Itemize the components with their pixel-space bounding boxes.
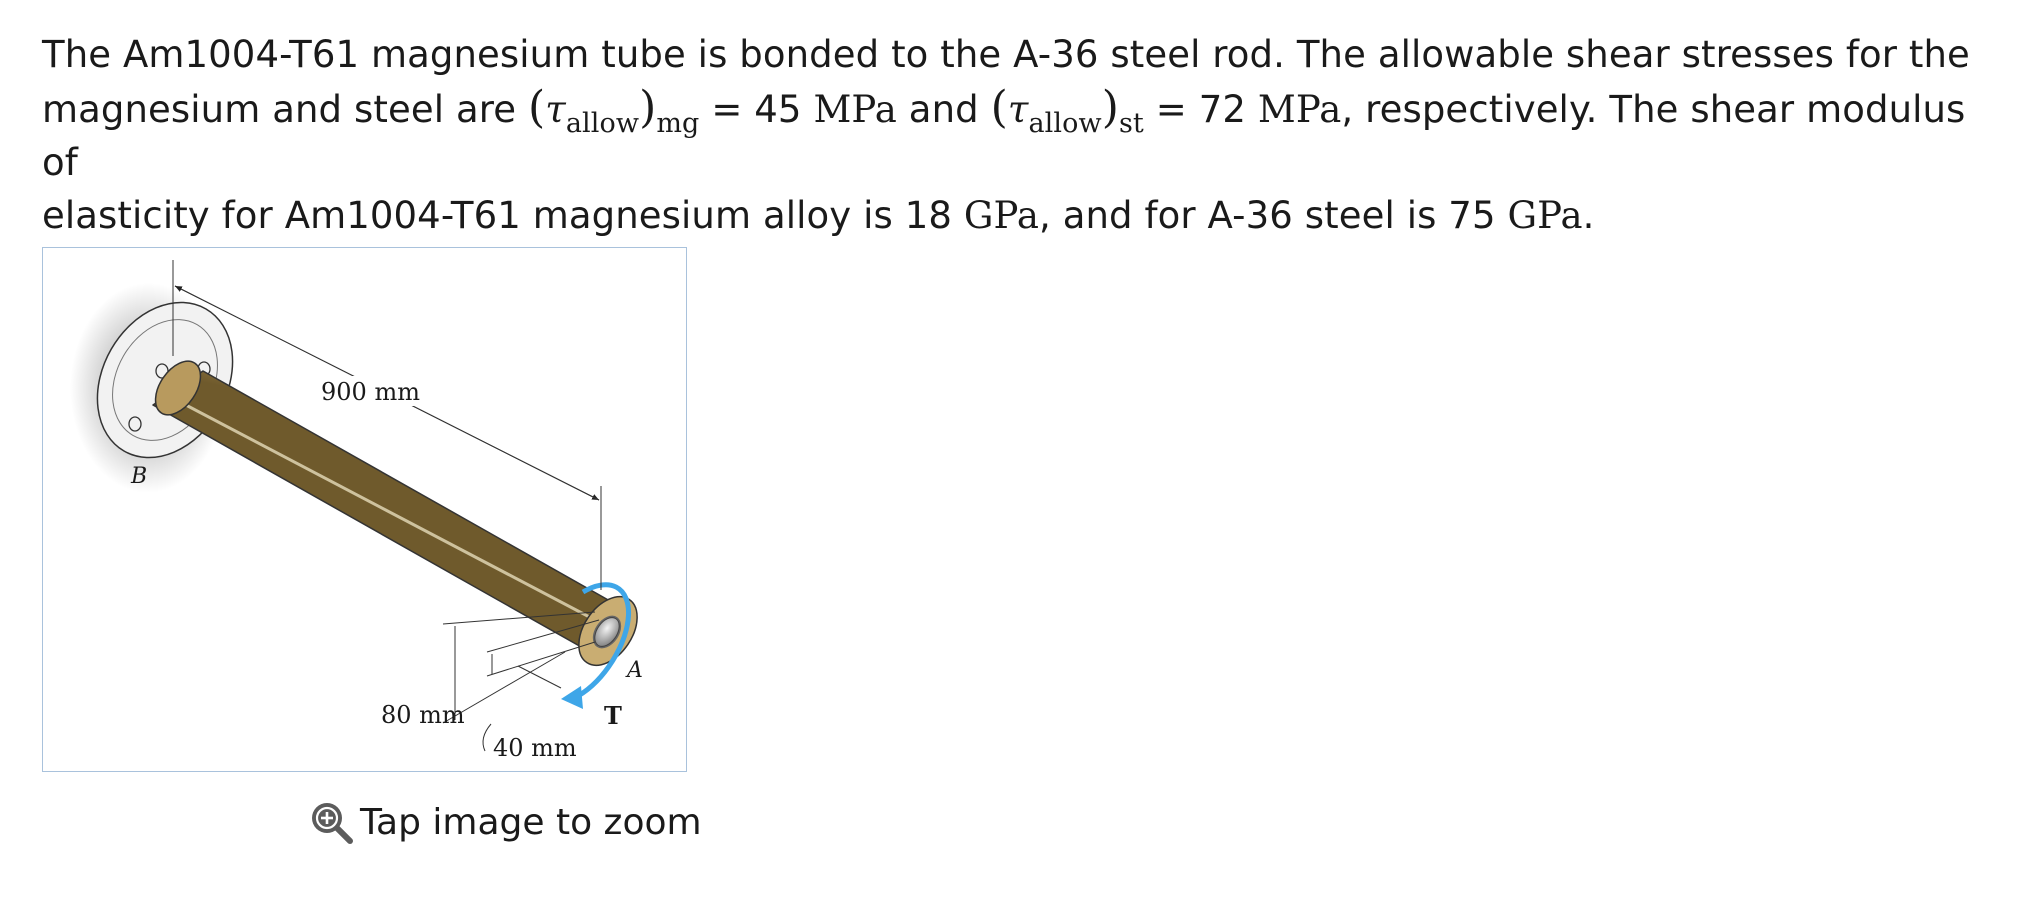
line3-mid: , and for A-36 steel is 75	[1039, 194, 1496, 237]
outer-diameter-label: 80 mm	[381, 701, 465, 729]
torque-arrow-icon	[576, 582, 632, 699]
zoom-in-icon	[312, 803, 353, 844]
problem-line-1-text: The Am1004-T61 magnesium tube is bonded …	[42, 33, 1970, 76]
tap-to-zoom-label: Tap image to zoom	[360, 801, 702, 843]
unit-gpa-1: GPa	[963, 194, 1040, 237]
diameter-dimension	[442, 611, 600, 724]
magnesium-tube	[152, 370, 634, 649]
tube-end-b	[154, 360, 202, 416]
line2-start: magnesium and steel are	[42, 88, 517, 131]
final-period: .	[1582, 194, 1595, 237]
point-b-label: B	[130, 464, 147, 489]
length-label: 900 mm	[321, 378, 420, 406]
st-subscript: st	[1118, 108, 1144, 139]
mg-subscript: mg	[656, 108, 700, 139]
inner-diameter-label: 40 mm	[493, 734, 577, 762]
tau-symbol-st: τ	[1007, 88, 1029, 131]
line2-end: , respectively. The shear modulus of	[42, 88, 1966, 184]
problem-line-3: elasticity for Am1004-T61 magnesium allo…	[42, 189, 2002, 242]
steel-rod	[594, 617, 620, 647]
allow-subscript-mg: allow	[565, 108, 640, 139]
allow-subscript-st: allow	[1028, 108, 1102, 139]
tap-to-zoom-button[interactable]: Tap image to zoom	[308, 797, 702, 847]
torque-arrowhead-icon	[561, 686, 583, 709]
torque-label: T	[604, 701, 622, 730]
line3-start: elasticity for Am1004-T61 magnesium allo…	[42, 194, 952, 237]
unit-mpa-1: MPa	[813, 88, 897, 131]
tau-symbol-mg: τ	[545, 88, 566, 131]
problem-figure[interactable]: 900 mm 80 mm 40 mm B A T	[42, 247, 687, 772]
problem-line-1: The Am1004-T61 magnesium tube is bonded …	[42, 28, 2002, 81]
problem-line-2: magnesium and steel are (τallow)mg = 45 …	[42, 82, 1966, 184]
and-word: and	[908, 88, 979, 131]
shaft-diagram: 900 mm 80 mm 40 mm B A T	[70, 260, 643, 762]
unit-gpa-2: GPa	[1507, 194, 1583, 237]
bolt-hole-icon	[128, 416, 142, 432]
tube-end-a	[578, 596, 638, 666]
tau-mg-value: = 45	[711, 88, 802, 131]
point-a-label: A	[625, 658, 643, 683]
tau-st-value: = 72	[1155, 88, 1246, 131]
problem-statement: The Am1004-T61 magnesium tube is bonded …	[42, 28, 2002, 242]
unit-mpa-2: MPa	[1257, 88, 1342, 131]
